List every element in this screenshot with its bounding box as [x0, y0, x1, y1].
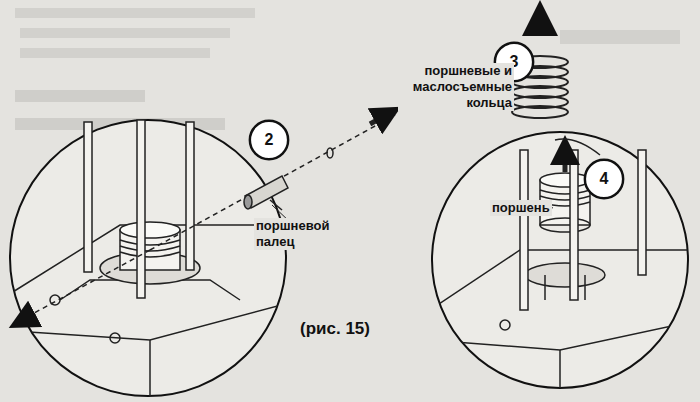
callout-number: 4	[583, 158, 625, 200]
part-label: поршневой палец	[254, 218, 358, 250]
figure-caption: (рис. 15)	[298, 318, 372, 339]
part-label: поршень	[490, 200, 552, 216]
callout-circle: 4	[583, 158, 625, 200]
callout-number: 2	[248, 119, 290, 161]
callout-circle: 2	[248, 119, 290, 161]
part-label: поршневые и маслосъемные кольца	[398, 63, 514, 111]
